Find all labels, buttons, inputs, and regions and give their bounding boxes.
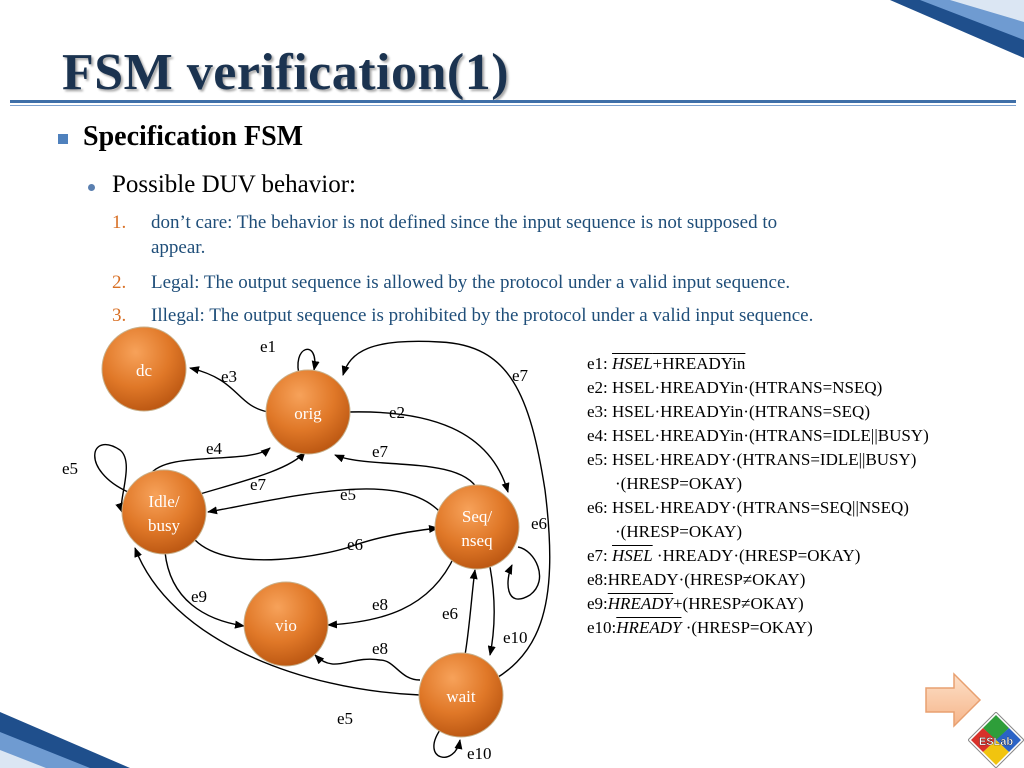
legend-e3: e3: HSEL·HREADYin·(HTRANS=SEQ) (587, 402, 870, 421)
dot-bullet-icon (88, 184, 95, 191)
state-seq-nseq: Seq/ nseq (434, 484, 520, 570)
square-bullet-icon (58, 134, 68, 144)
edge-e5-idle-self (94, 443, 129, 513)
legend-e1: e1: HSEL+HREADYin (587, 354, 746, 373)
legend-e8: e8:HREADY·(HRESP≠OKAY) (587, 570, 806, 589)
state-label: orig (294, 404, 322, 423)
list-number: 3. (112, 305, 127, 326)
state-vio: vio (243, 581, 329, 667)
title-underline (10, 100, 1016, 103)
edge-label-e8-seq-vio: e8 (372, 595, 388, 614)
edge-e6-wait-seq (464, 569, 478, 656)
top-right-corner-decoration (890, 0, 1024, 58)
edge-label-e10-wait-self: e10 (467, 744, 492, 763)
list-item-text: don’t care: The behavior is not defined … (151, 212, 778, 233)
edge-label-e3: e3 (221, 367, 237, 386)
logo-text: ESLab (979, 736, 1014, 748)
legend-e6: e6: HSEL·HREADY·(HTRANS=SEQ||NSEQ) (587, 498, 909, 517)
bullet-possible-duv-behavior: Possible DUV behavior: (112, 171, 356, 198)
eslab-logo: ESLab (968, 712, 1024, 768)
bottom-left-corner-decoration (0, 712, 130, 768)
arrow-right-icon (925, 672, 982, 728)
state-label: dc (136, 361, 153, 380)
legend-e5-continued: ·(HRESP=OKAY) (615, 474, 743, 493)
edge-e10-seq-wait (487, 566, 496, 656)
edge-label-e1: e1 (260, 337, 276, 356)
next-slide-button[interactable] (924, 672, 982, 728)
list-number: 2. (112, 272, 127, 293)
edge-label-e7-seq-orig: e7 (372, 442, 389, 461)
edge-e2-orig-seq (347, 411, 510, 493)
edge-label-e2: e2 (389, 403, 405, 422)
edge-e4-idle-orig (149, 447, 271, 476)
edge-e3-orig-dc (189, 366, 269, 413)
list-number: 1. (112, 212, 127, 233)
edge-label-e4: e4 (206, 439, 223, 458)
state-label: wait (446, 687, 476, 706)
legend-e6-continued: ·(HRESP=OKAY) (615, 522, 743, 541)
edge-e5-seq-idle (207, 488, 441, 515)
list-item-text: Legal: The output sequence is allowed by… (151, 272, 791, 293)
title-underline-thin (10, 105, 1016, 106)
state-wait: wait (418, 652, 504, 738)
legend-e2: e2: HSEL·HREADYin·(HTRANS=NSEQ) (587, 378, 883, 397)
edge-e6-seq-self (504, 546, 541, 600)
edge-e8-seq-vio (327, 554, 456, 629)
edge-label-e8-wait-vio: e8 (372, 639, 388, 658)
edge-label-e6-seq-self: e6 (531, 514, 547, 533)
edge-e5-wait-idle (134, 547, 421, 696)
edge-e7-seq-orig (334, 454, 479, 491)
edge-e9-idle-vio (164, 551, 245, 629)
edge-label-e5-seq-idle: e5 (340, 485, 356, 504)
list-item-text-continued: appear. (151, 237, 206, 258)
legend-e5: e5: HSEL·HREADY·(HTRANS=IDLE||BUSY) (587, 450, 917, 469)
state-label-line1: Idle/ (148, 492, 179, 511)
state-label-line1: Seq/ (462, 507, 493, 526)
edge-label-e10-seq-wait: e10 (503, 628, 528, 647)
edge-e8-wait-vio (314, 654, 421, 681)
legend-e4: e4: HSEL·HREADYin·(HTRANS=IDLE||BUSY) (587, 426, 929, 445)
edge-e6-idle-seq (194, 525, 439, 561)
state-idle-busy: Idle/ busy (121, 469, 207, 555)
edge-label-e6-wait-seq: e6 (442, 604, 458, 623)
state-orig: orig (265, 369, 351, 455)
legend-e9: e9:HREADY+(HRESP≠OKAY) (587, 594, 804, 613)
legend-e10: e10:HREADY ·(HRESP=OKAY) (587, 618, 813, 637)
list-item-text: Illegal: The output sequence is prohibit… (151, 305, 814, 326)
state-label-line2: busy (148, 516, 181, 535)
state-label-line2: nseq (461, 531, 493, 550)
slide-title: FSM verification(1) (62, 44, 510, 101)
edge-e10-wait-self (433, 729, 463, 758)
bullet-specification-fsm: Specification FSM (83, 121, 304, 152)
edge-e7-idle-orig (199, 451, 306, 495)
edge-label-e6-idle-seq: e6 (347, 535, 363, 554)
edge-condition-legend: e1: HSEL+HREADYin e2: HSEL·HREADYin·(HTR… (587, 352, 929, 640)
edge-label-e5-idle-self: e5 (62, 459, 78, 478)
edge-e7-wait-orig (341, 340, 551, 689)
edge-e1-orig-self (297, 348, 320, 379)
legend-e7: e7: HSEL ·HREADY·(HRESP=OKAY) (587, 546, 861, 565)
edge-label-e5-wait-idle: e5 (337, 709, 353, 728)
state-label: vio (275, 616, 297, 635)
edge-label-e7-right: e7 (512, 366, 529, 385)
edge-label-e9: e9 (191, 587, 207, 606)
edge-label-e7-idle-orig: e7 (250, 475, 267, 494)
state-dc: dc (101, 326, 187, 412)
